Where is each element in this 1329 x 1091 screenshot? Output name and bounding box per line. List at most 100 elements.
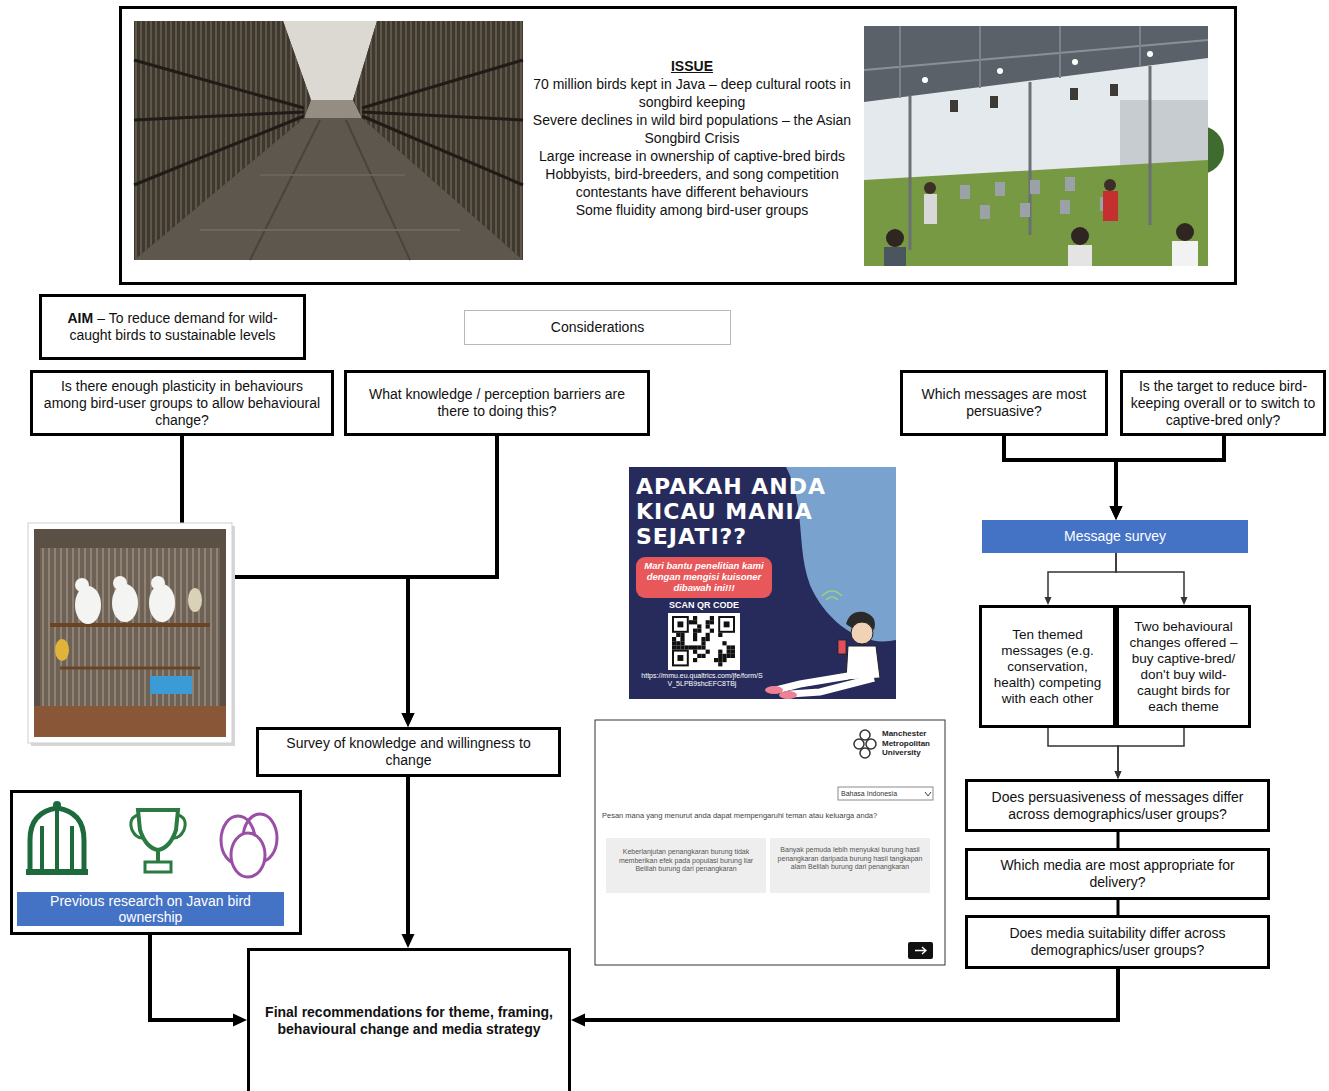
cage-photo	[28, 523, 232, 743]
survey-screenshot	[838, 787, 933, 800]
survey-poster	[636, 557, 772, 598]
research-icons	[138, 810, 178, 850]
research-icons	[26, 801, 277, 877]
connector-line	[1116, 436, 1224, 507]
qr-cell	[710, 629, 714, 633]
qr-cell	[710, 616, 714, 620]
box-text: Is the target to reduce bird-keeping ove…	[1128, 378, 1318, 429]
contest-photo	[909, 95, 912, 250]
contest-photo	[884, 247, 906, 266]
survey-poster	[826, 597, 838, 600]
market-photo	[353, 21, 523, 260]
survey-screenshot	[866, 739, 876, 749]
qr-cell	[718, 654, 722, 658]
qr-cell	[676, 633, 680, 637]
process-box: Ten themed messages (e.g. conservation, …	[979, 605, 1116, 728]
research-icons	[174, 815, 185, 838]
box-text: Does persuasiveness of messages differ a…	[973, 789, 1262, 823]
survey-screenshot	[908, 942, 933, 959]
survey-poster	[851, 622, 873, 644]
research-icons	[26, 869, 88, 875]
market-photo	[250, 120, 320, 260]
survey-poster	[838, 640, 846, 654]
cage-photo	[112, 584, 138, 622]
research-band-text: Previous research on Javan bird ownershi…	[17, 892, 284, 926]
qr-cell	[731, 650, 735, 654]
contest-photo	[1147, 51, 1153, 57]
survey-screenshot	[595, 720, 945, 965]
qr-cell	[714, 658, 718, 662]
qr-cell	[722, 658, 726, 662]
qr-cell	[701, 654, 705, 658]
qr-cell	[693, 620, 697, 624]
qr-cell	[706, 624, 710, 628]
box-text: Ten themed messages (e.g. conservation, …	[987, 627, 1108, 707]
heading-box: Considerations	[464, 310, 731, 345]
qr-cell	[693, 650, 697, 654]
qr-cell	[706, 650, 710, 654]
cage-photo	[75, 578, 89, 592]
research-icons	[30, 808, 84, 872]
contest-photo	[864, 26, 1224, 266]
language-select: Bahasa Indonesia	[841, 788, 923, 799]
research-icons	[53, 801, 61, 809]
process-box: Which messages are most persuasive?	[900, 370, 1108, 436]
connector	[150, 935, 247, 1027]
qr-cell	[718, 650, 722, 654]
contest-photo	[995, 182, 1005, 196]
qr-cell	[689, 645, 693, 649]
issue-heading: ISSUE	[525, 57, 859, 75]
cage-photo	[31, 526, 235, 746]
connector-line	[1117, 832, 1120, 848]
connector	[1118, 832, 1119, 848]
qr-cell	[693, 645, 697, 649]
qr-cell	[693, 658, 697, 662]
qr-cell	[693, 629, 697, 633]
survey-screenshot	[854, 739, 864, 749]
connector	[1048, 728, 1122, 779]
arrow-head	[571, 1014, 585, 1027]
contest-photo	[950, 100, 958, 112]
contest-photo	[960, 185, 970, 199]
qr-cell	[676, 641, 680, 645]
market-photo	[362, 112, 523, 120]
qr-cell	[701, 637, 705, 641]
qr-cell	[727, 645, 731, 649]
market-photo	[134, 21, 523, 260]
process-box: Does media suitability differ across dem…	[965, 915, 1270, 969]
qr-cell	[680, 637, 684, 641]
issue-point: 70 million birds kept in Java – deep cul…	[525, 75, 859, 111]
cage-photo	[28, 523, 235, 746]
survey-poster	[668, 613, 740, 670]
qr-cell	[706, 633, 710, 637]
qr-cell	[680, 633, 684, 637]
box-text: Message survey	[1064, 528, 1166, 545]
qr-cell	[731, 654, 735, 658]
aim-text: – To reduce demand for wild-caught birds…	[69, 310, 277, 343]
contest-photo	[979, 26, 981, 88]
survey-band: Message survey	[982, 520, 1248, 553]
qr-cell	[706, 620, 710, 624]
market-photo	[134, 21, 523, 260]
survey-poster	[629, 467, 896, 699]
qr-cell	[680, 645, 684, 649]
survey-screenshot	[860, 730, 870, 740]
contest-photo	[922, 77, 928, 83]
contest-photo	[924, 194, 937, 224]
qr-cell	[685, 645, 689, 649]
connector-line	[406, 777, 410, 935]
qr-cell	[731, 645, 735, 649]
aim-heading: AIM	[67, 310, 93, 326]
process-box: Is the target to reduce bird-keeping ove…	[1120, 370, 1326, 436]
qr-cell	[722, 654, 726, 658]
market-photo	[134, 60, 304, 108]
contest-photo	[864, 160, 1208, 266]
process-box: Two behavioural changes offered – buy ca…	[1116, 605, 1251, 728]
contest-photo	[1103, 191, 1118, 221]
research-box: Previous research on Javan bird ownershi…	[10, 790, 302, 935]
box-text: Considerations	[551, 319, 644, 336]
contest-photo	[886, 229, 904, 247]
process-box: Is there enough plasticity in behaviours…	[30, 370, 334, 436]
survey-poster	[790, 678, 874, 694]
survey-screenshot	[770, 838, 930, 893]
